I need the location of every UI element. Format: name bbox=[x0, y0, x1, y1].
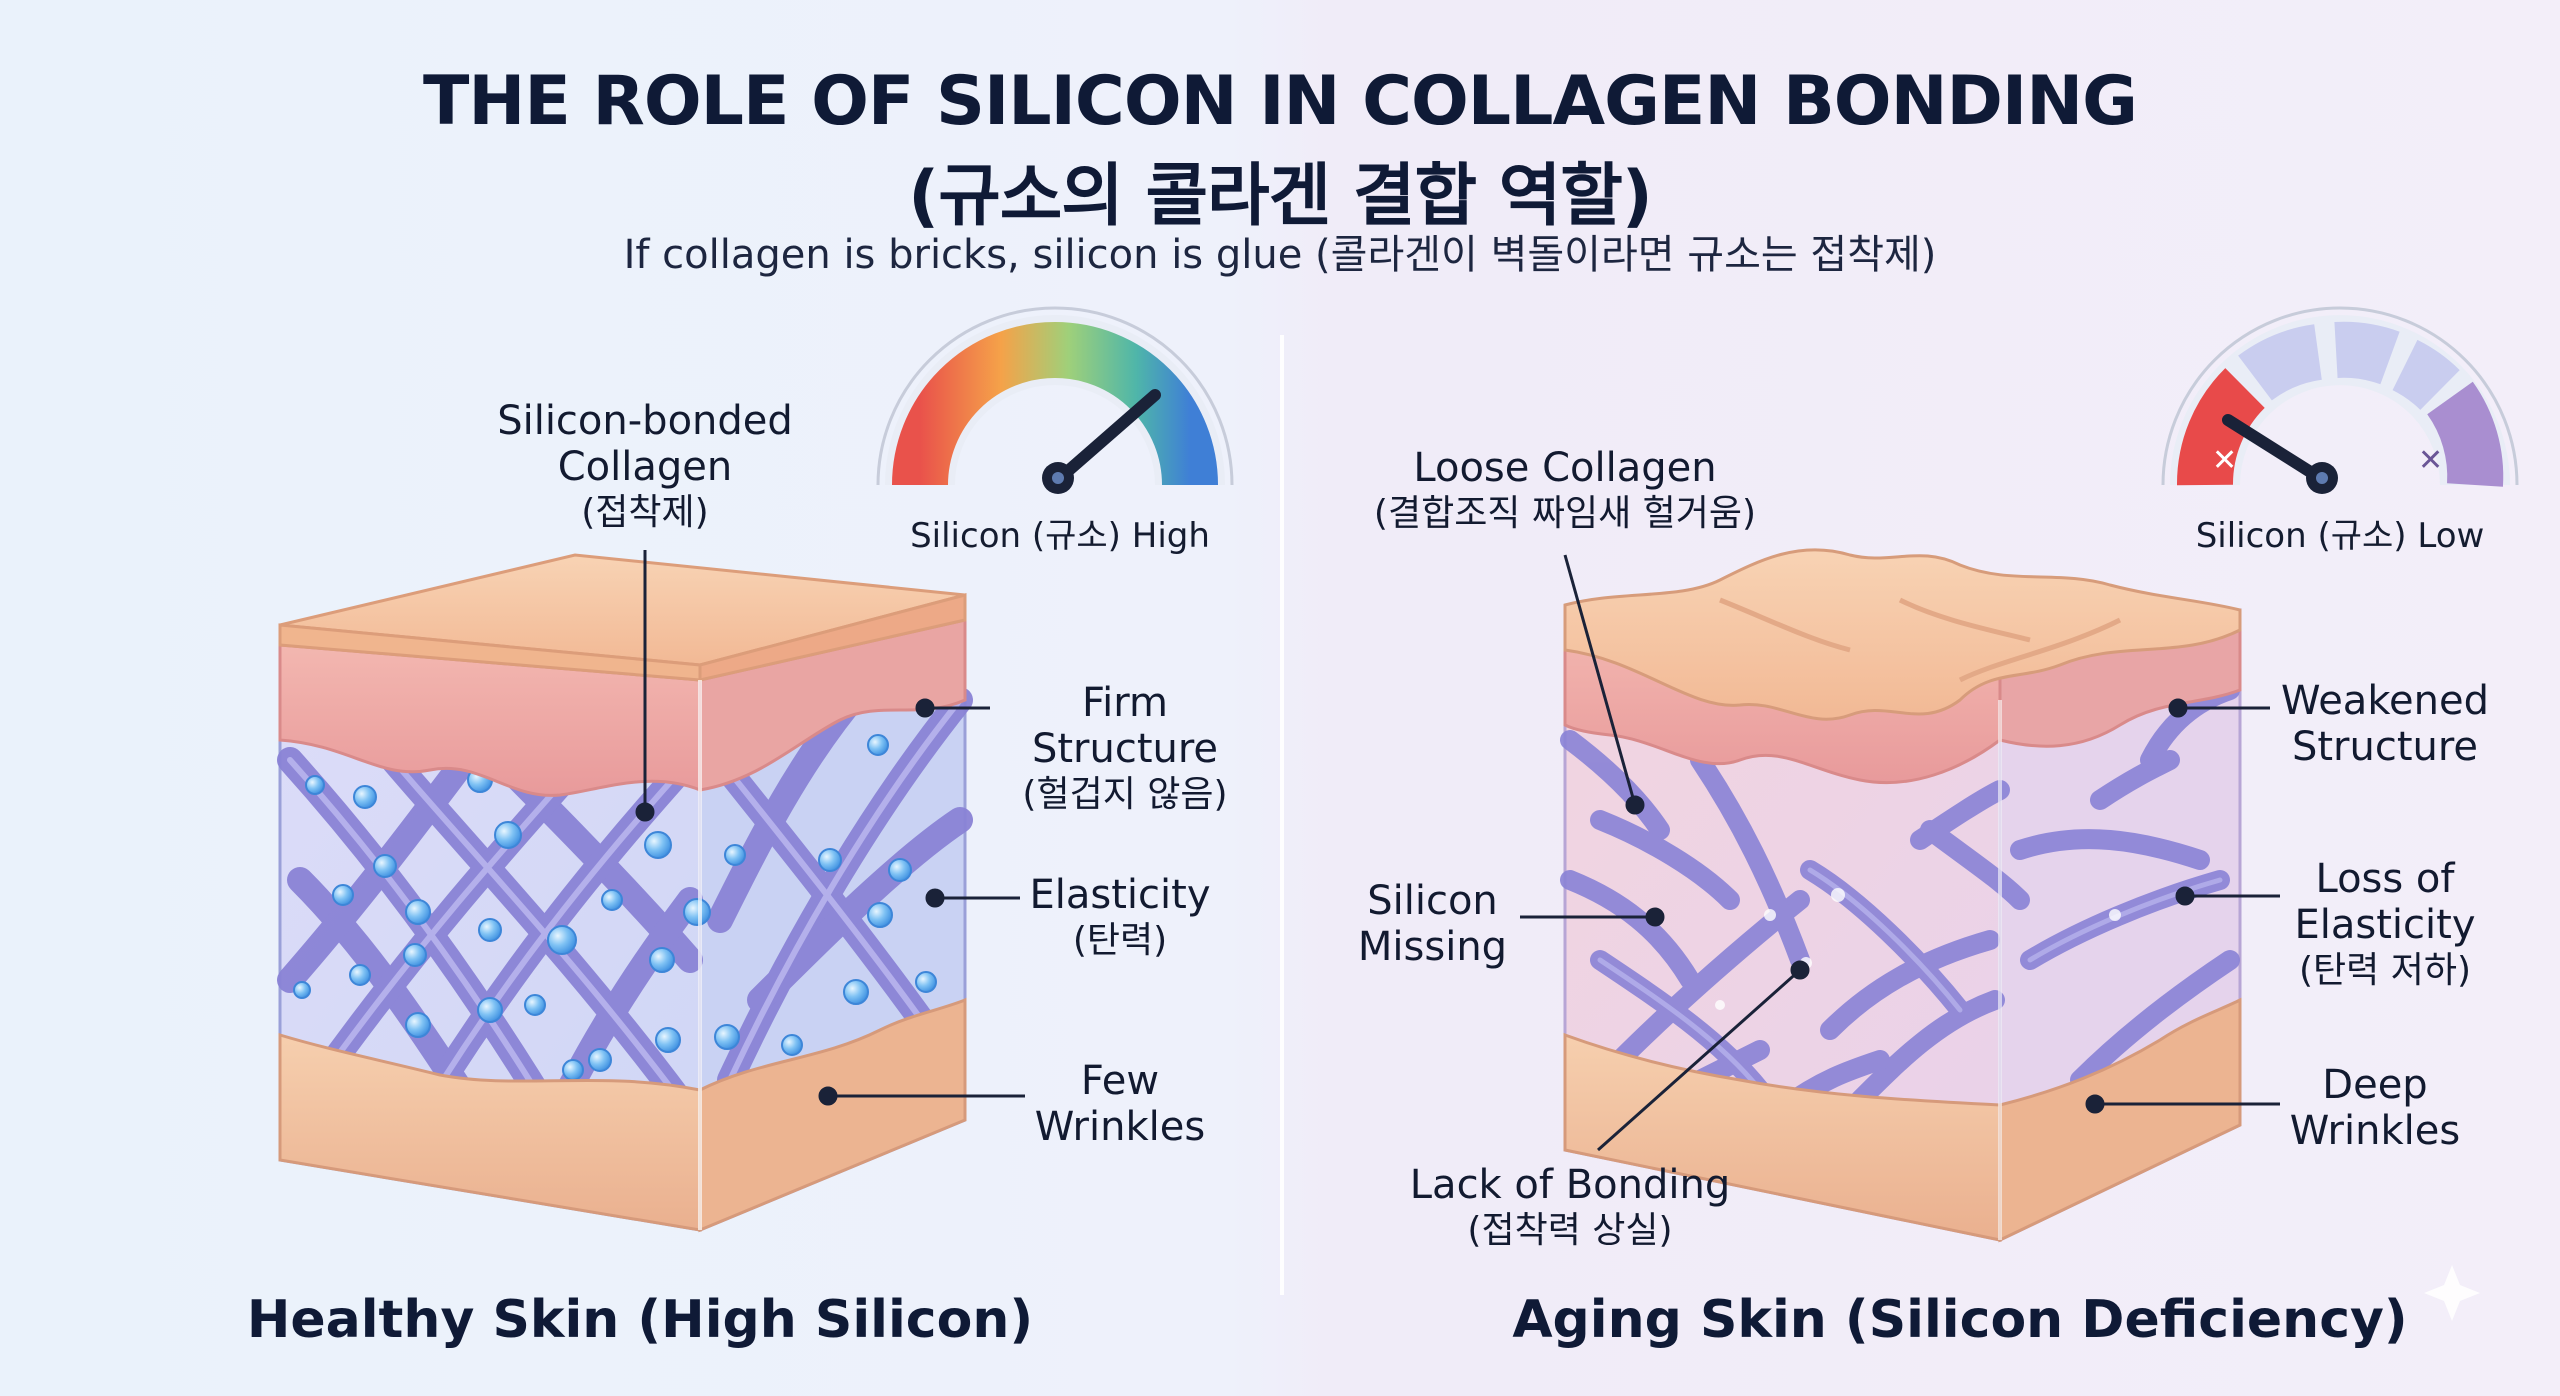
label-loss-of-elasticity: Loss of Elasticity (탄력 저하) bbox=[2280, 856, 2490, 994]
label-korean: (접착력 상실) bbox=[1467, 1210, 1673, 1251]
label-weakened-structure: Weakened Structure bbox=[2270, 678, 2500, 770]
label-line: Wrinkles bbox=[2289, 1108, 2461, 1154]
label-lack-of-bonding: Lack of Bonding (접착력 상실) bbox=[1400, 1162, 1740, 1254]
page-title-korean: (규소의 콜라겐 결합 역할) bbox=[908, 157, 1653, 236]
label-silicon-bonded-collagen: Silicon-bonded Collagen (접착제) bbox=[440, 398, 850, 536]
gauge-high-icon bbox=[876, 306, 1234, 494]
healthy-skin-cube bbox=[277, 553, 973, 1233]
label-line: Silicon-bonded bbox=[497, 398, 793, 444]
label-line: Lack of Bonding bbox=[1409, 1162, 1731, 1208]
gauge-low-label: Silicon (규소) Low bbox=[2195, 516, 2485, 556]
healthy-leader-lines bbox=[635, 550, 1025, 1106]
label-line: Weakened bbox=[2280, 678, 2490, 724]
label-korean: (탄력) bbox=[1072, 920, 1168, 961]
label-firm-structure: Firm Structure (헐겁지 않음) bbox=[985, 680, 1265, 818]
label-line: Structure bbox=[2291, 724, 2479, 770]
label-line: Firm Structure bbox=[1031, 680, 1219, 772]
svg-text:✕: ✕ bbox=[2212, 443, 2237, 478]
aging-skin-cube bbox=[1560, 548, 2242, 1243]
label-line: Elasticity bbox=[2294, 902, 2476, 948]
page-title: THE ROLE OF SILICON IN COLLAGEN BONDING bbox=[423, 62, 2138, 141]
aging-skin-caption: Aging Skin (Silicon Deficiency) bbox=[1512, 1290, 2408, 1350]
label-few-wrinkles: Few Wrinkles bbox=[1020, 1058, 1220, 1150]
label-line: Wrinkles bbox=[1034, 1104, 1206, 1150]
label-line: Loss of bbox=[2315, 856, 2455, 902]
gauge-high-label: Silicon (규소) High bbox=[910, 516, 1210, 556]
label-korean: (헐겁지 않음) bbox=[1022, 774, 1228, 815]
label-line: Missing bbox=[1357, 924, 1508, 970]
aging-leader-lines bbox=[1520, 554, 2280, 1152]
gauge-low-icon: ✕ ✕ bbox=[2161, 306, 2519, 494]
label-line: Silicon bbox=[1367, 878, 1498, 924]
panel-divider bbox=[1280, 335, 1284, 1295]
label-line: Few bbox=[1080, 1058, 1160, 1104]
label-korean: (탄력 저하) bbox=[2298, 950, 2471, 991]
label-deep-wrinkles: Deep Wrinkles bbox=[2280, 1062, 2470, 1154]
label-korean: (결합조직 짜임새 헐거움) bbox=[1373, 493, 1757, 534]
label-line: Elasticity bbox=[1029, 872, 1211, 918]
label-korean: (접착제) bbox=[581, 492, 709, 533]
label-line: Deep bbox=[2322, 1062, 2428, 1108]
svg-text:✕: ✕ bbox=[2418, 443, 2443, 478]
label-loose-collagen: Loose Collagen (결합조직 짜임새 헐거움) bbox=[1330, 445, 1800, 537]
page-subtitle: If collagen is bricks, silicon is glue (… bbox=[623, 232, 1937, 278]
label-silicon-missing: Silicon Missing bbox=[1335, 878, 1530, 970]
healthy-skin-caption: Healthy Skin (High Silicon) bbox=[246, 1290, 1034, 1350]
sparkle-icon bbox=[2424, 1265, 2480, 1321]
label-elasticity: Elasticity (탄력) bbox=[1020, 872, 1220, 964]
label-line: Collagen bbox=[557, 444, 733, 490]
label-line: Loose Collagen bbox=[1413, 445, 1717, 491]
